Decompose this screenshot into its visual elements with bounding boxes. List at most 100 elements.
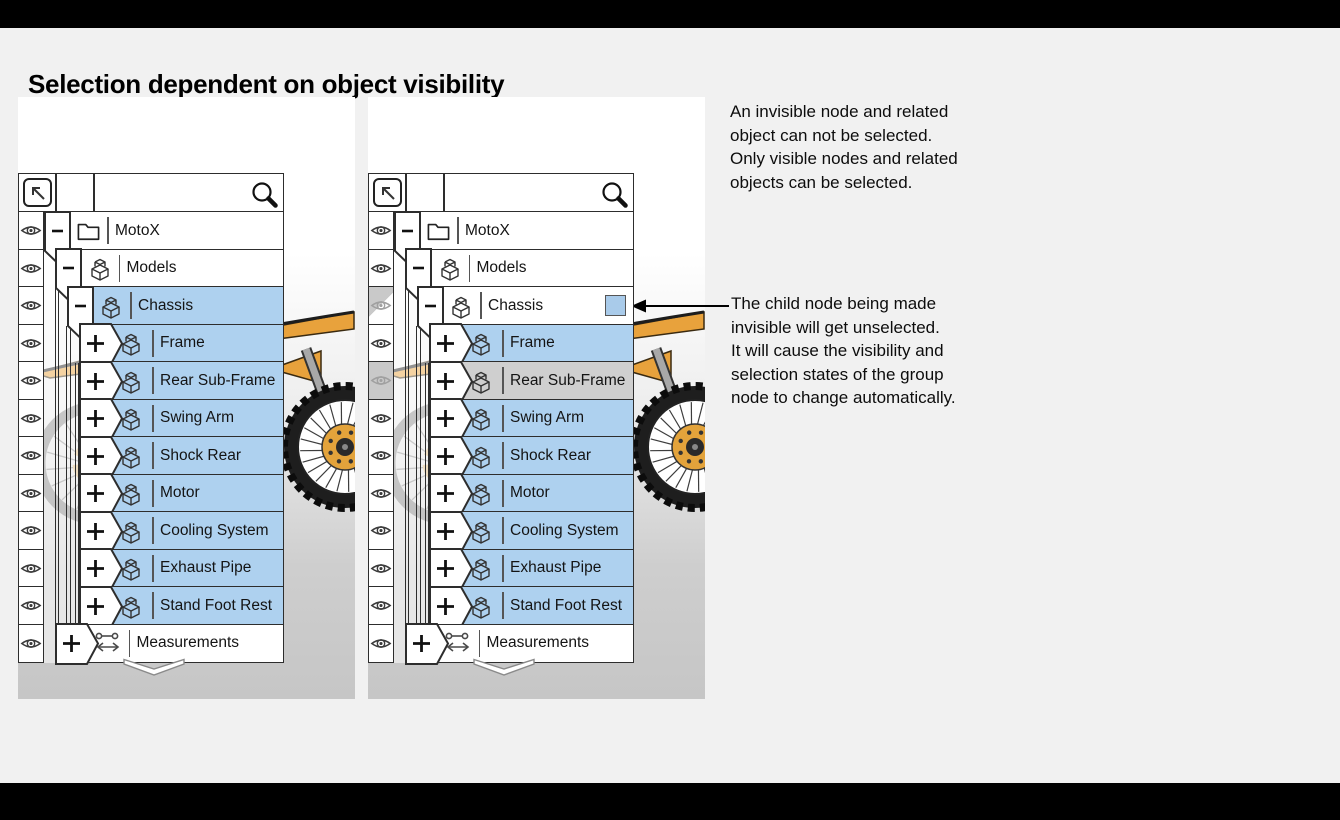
structure-tree-panel-right: MotoX Models Chassis — [368, 97, 705, 699]
assembly-icon — [122, 596, 140, 619]
visibility-eye-cell[interactable] — [18, 473, 44, 513]
expand-node-button[interactable] — [78, 585, 124, 628]
expand-node-button[interactable] — [78, 398, 124, 440]
expand-node-button[interactable] — [428, 360, 474, 403]
expand-node-button[interactable] — [428, 510, 474, 553]
tree-node-row[interactable]: MotoX — [43, 210, 284, 264]
tree-node-row[interactable]: Models — [405, 248, 634, 302]
assembly-icon — [102, 296, 120, 319]
expand-node-button[interactable] — [428, 435, 474, 478]
tree-node-row[interactable]: Exhaust Pipe — [78, 548, 284, 590]
visibility-eye-cell[interactable] — [368, 323, 394, 363]
expand-node-button[interactable] — [428, 585, 474, 628]
tree-node-row[interactable]: Exhaust Pipe — [428, 548, 634, 590]
tree-node-label: Stand Foot Rest — [510, 596, 623, 614]
assembly-icon — [472, 446, 490, 469]
row-divider — [152, 517, 154, 545]
visibility-eye-cell[interactable] — [18, 361, 44, 401]
tree-node-row[interactable]: Rear Sub-Frame — [78, 360, 284, 403]
expand-node-button[interactable] — [78, 360, 124, 403]
toolbar-divider — [55, 174, 57, 212]
scroll-more-chevron-icon[interactable] — [122, 658, 186, 676]
select-arrow-icon — [31, 186, 45, 200]
select-tool-button[interactable] — [373, 178, 402, 207]
visibility-eye-cell[interactable] — [18, 511, 44, 551]
tree-node-row[interactable]: Cooling System — [428, 510, 634, 553]
tree-node-row[interactable]: Measurements — [55, 623, 284, 665]
visibility-eye-cell[interactable] — [368, 473, 394, 513]
expand-node-button[interactable] — [55, 623, 100, 665]
tree-node-row[interactable]: Frame — [78, 323, 284, 365]
tree-node-row[interactable]: Shock Rear — [428, 435, 634, 478]
tree-node-label: Measurements — [486, 634, 590, 652]
row-divider — [502, 329, 504, 357]
visibility-eye-cell[interactable] — [18, 248, 44, 288]
tree-node-row[interactable]: Shock Rear — [78, 435, 284, 478]
expand-node-button[interactable] — [78, 435, 124, 478]
tree-node-row[interactable]: Rear Sub-Frame — [428, 360, 634, 403]
visibility-eye-cell[interactable] — [368, 248, 394, 288]
indent-guide-line — [66, 325, 67, 625]
measurement-icon — [445, 632, 469, 652]
annotation-arrow — [631, 299, 729, 313]
tree-node-label: Shock Rear — [510, 446, 591, 464]
row-divider — [152, 442, 154, 470]
tree-node-row[interactable]: Motor — [78, 473, 284, 515]
assembly-icon — [472, 371, 490, 394]
tree-node-row[interactable]: Motor — [428, 473, 634, 515]
visibility-eye-cell[interactable] — [18, 623, 44, 663]
expand-node-button[interactable] — [428, 398, 474, 440]
expand-node-button[interactable] — [405, 623, 450, 665]
tree-node-row[interactable]: Swing Arm — [78, 398, 284, 440]
visibility-eye-cell[interactable] — [18, 436, 44, 476]
eye-icon — [370, 263, 392, 273]
tree-node-row[interactable]: MotoX — [393, 210, 634, 264]
visibility-eye-cell[interactable] — [18, 323, 44, 363]
tree-node-row[interactable]: Cooling System — [78, 510, 284, 553]
visibility-eye-cell[interactable] — [18, 398, 44, 438]
visibility-eye-cell[interactable] — [368, 286, 394, 326]
row-divider — [502, 442, 504, 470]
scroll-more-chevron-icon[interactable] — [472, 658, 536, 676]
tree-node-row[interactable]: Chassis — [416, 285, 634, 339]
visibility-eye-cell[interactable] — [368, 548, 394, 588]
search-input[interactable] — [445, 174, 605, 212]
tree-node-label: Frame — [160, 334, 205, 352]
tree-node-row[interactable]: Frame — [428, 323, 634, 365]
visibility-eye-cell[interactable] — [368, 586, 394, 626]
eye-icon — [370, 451, 392, 461]
visibility-eye-cell[interactable] — [368, 511, 394, 551]
tree-node-row[interactable]: Stand Foot Rest — [428, 585, 634, 628]
expand-node-button[interactable] — [428, 473, 474, 515]
visibility-eye-cell[interactable] — [368, 398, 394, 438]
tree-node-label: Models — [126, 259, 177, 277]
assembly-icon — [90, 259, 109, 281]
select-tool-button[interactable] — [23, 178, 52, 207]
tree-node-row[interactable]: Models — [55, 248, 284, 302]
expand-node-button[interactable] — [428, 548, 474, 590]
visibility-eye-cell[interactable] — [368, 623, 394, 663]
visibility-eye-cell[interactable] — [368, 436, 394, 476]
row-divider — [502, 367, 504, 395]
tree-node-row[interactable]: Chassis — [66, 285, 284, 339]
search-input[interactable] — [95, 174, 255, 212]
tree-toolbar — [368, 173, 634, 213]
visibility-eye-cell[interactable] — [18, 548, 44, 588]
visibility-eye-cell[interactable] — [368, 211, 394, 251]
expand-node-button[interactable] — [78, 323, 124, 365]
expand-node-button[interactable] — [78, 473, 124, 515]
row-divider — [502, 404, 504, 432]
visibility-eye-cell[interactable] — [18, 286, 44, 326]
expand-node-button[interactable] — [428, 323, 474, 365]
tree-node-row[interactable]: Measurements — [405, 623, 634, 665]
tree-node-row[interactable]: Swing Arm — [428, 398, 634, 440]
expand-node-button[interactable] — [78, 510, 124, 553]
visibility-eye-cell[interactable] — [368, 361, 394, 401]
visibility-eye-cell[interactable] — [18, 586, 44, 626]
tree-node-label: Chassis — [138, 296, 194, 314]
assembly-icon — [440, 259, 459, 281]
visibility-eye-cell[interactable] — [18, 211, 44, 251]
tree-node-label: Frame — [510, 334, 555, 352]
expand-node-button[interactable] — [78, 548, 124, 590]
tree-node-row[interactable]: Stand Foot Rest — [78, 585, 284, 628]
